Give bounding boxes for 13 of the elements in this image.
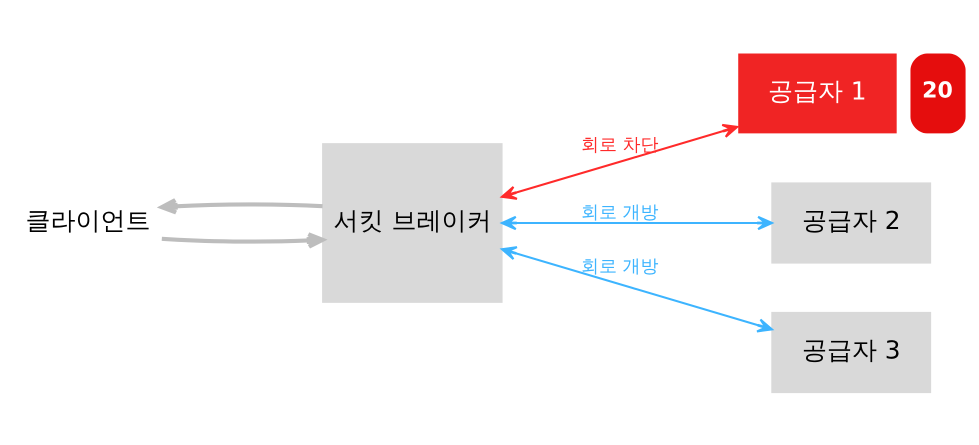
node-text: 클라이언트 — [25, 206, 150, 235]
edge-label: 회로 개방 — [580, 202, 659, 223]
edge-label: 회로 개방 — [580, 255, 659, 276]
arrow — [500, 246, 773, 332]
node-box: 서킷 브레이커 — [322, 142, 503, 302]
node-label: 20 — [922, 78, 953, 103]
node-box: 공급자 2 — [771, 182, 932, 264]
node-box: 공급자 3 — [771, 311, 932, 393]
edge-label: 회로 차단 — [580, 134, 659, 156]
arrow — [500, 215, 773, 230]
arrow — [162, 232, 325, 248]
arrow — [500, 123, 738, 200]
arrow — [160, 198, 323, 214]
